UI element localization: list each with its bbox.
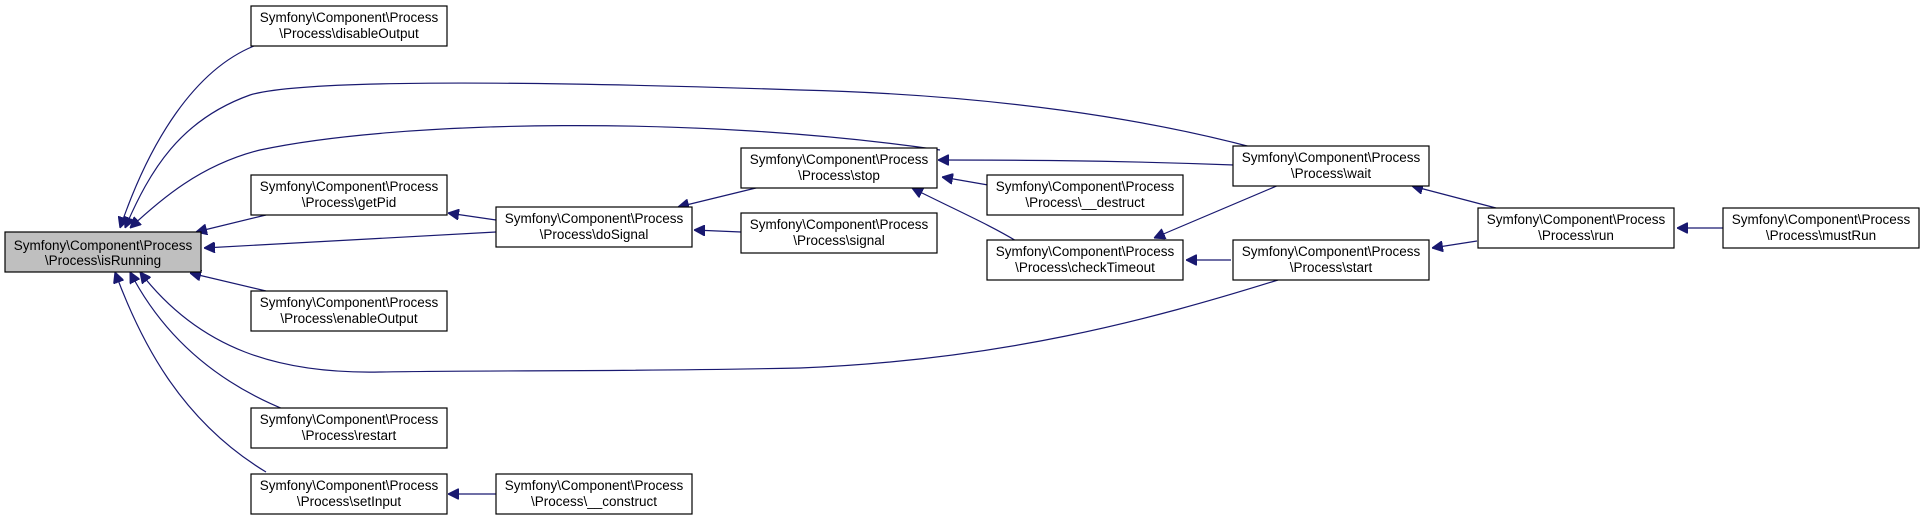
edge-stop-isRunning [130,124,941,228]
node-doSignal-line2: \Process\doSignal [540,227,649,242]
node-stop[interactable]: Symfony\Component\Process \Process\stop [740,147,938,189]
node-checkTimeout-line1: Symfony\Component\Process [996,244,1175,259]
edge-run-start [1432,240,1478,248]
node-enableOutput-line1: Symfony\Component\Process [260,295,439,310]
edge-start-isRunning [140,272,1279,373]
node-wait-line1: Symfony\Component\Process [1242,150,1421,165]
edge-signal-doSignal [694,230,742,232]
node-setInput[interactable]: Symfony\Component\Process \Process\setIn… [250,473,448,515]
edge-restart-isRunning [130,272,289,412]
edge-setInput-isRunning [115,272,267,473]
node-run[interactable]: Symfony\Component\Process \Process\run [1477,207,1675,249]
node-doSignal[interactable]: Symfony\Component\Process \Process\doSig… [495,206,693,248]
node-construct[interactable]: Symfony\Component\Process \Process\__con… [495,473,693,515]
node-restart-line1: Symfony\Component\Process [260,412,439,427]
node-getPid[interactable]: Symfony\Component\Process \Process\getPi… [250,174,448,216]
node-getPid-line2: \Process\getPid [302,195,397,210]
edge-disableOutput-isRunning [120,45,255,228]
node-signal-line2: \Process\signal [793,233,885,248]
node-run-line1: Symfony\Component\Process [1487,212,1666,227]
edge-stop-doSignal [678,186,761,207]
edge-getPid-isRunning [196,214,267,232]
node-signal[interactable]: Symfony\Component\Process \Process\signa… [740,212,938,254]
node-checkTimeout-line2: \Process\checkTimeout [1015,260,1155,275]
node-setInput-line2: \Process\setInput [297,494,402,509]
node-disableOutput-line1: Symfony\Component\Process [260,10,439,25]
node-isRunning-line2: \Process\isRunning [45,253,161,268]
node-enableOutput-line2: \Process\enableOutput [280,311,418,326]
edge-doSignal-getPid [448,213,497,221]
edges [115,45,1723,494]
node-stop-line1: Symfony\Component\Process [750,152,929,167]
edge-destruct-stop [942,177,989,186]
node-destruct-line1: Symfony\Component\Process [996,179,1175,194]
node-wait-line2: \Process\wait [1291,166,1372,181]
edge-checkTimeout-stop [912,188,1019,243]
node-isRunning-line1: Symfony\Component\Process [14,238,193,253]
node-wait[interactable]: Symfony\Component\Process \Process\wait [1232,145,1430,187]
node-mustRun-line2: \Process\mustRun [1766,228,1876,243]
edge-wait-stop [938,160,1235,166]
node-stop-line2: \Process\stop [798,168,880,183]
node-restart-line2: \Process\restart [302,428,397,443]
node-destruct-line2: \Process\__destruct [1025,195,1145,210]
node-disableOutput-line2: \Process\disableOutput [279,26,419,41]
node-start-line1: Symfony\Component\Process [1242,244,1421,259]
node-start[interactable]: Symfony\Component\Process \Process\start [1232,239,1430,281]
node-signal-line1: Symfony\Component\Process [750,217,929,232]
nodes: Symfony\Component\Process \Process\isRun… [4,5,1920,515]
node-mustRun[interactable]: Symfony\Component\Process \Process\mustR… [1722,207,1920,249]
node-construct-line1: Symfony\Component\Process [505,478,684,493]
node-isRunning[interactable]: Symfony\Component\Process \Process\isRun… [4,231,202,273]
node-destruct[interactable]: Symfony\Component\Process \Process\__des… [986,174,1184,216]
edge-wait-checkTimeout [1154,181,1287,238]
edge-doSignal-isRunning [204,231,497,248]
edge-run-wait [1412,186,1497,209]
node-start-line2: \Process\start [1290,260,1373,275]
node-setInput-line1: Symfony\Component\Process [260,478,439,493]
node-run-line2: \Process\run [1538,228,1614,243]
node-enableOutput[interactable]: Symfony\Component\Process \Process\enabl… [250,290,448,332]
node-getPid-line1: Symfony\Component\Process [260,179,439,194]
node-disableOutput[interactable]: Symfony\Component\Process \Process\disab… [250,5,448,47]
node-checkTimeout[interactable]: Symfony\Component\Process \Process\check… [986,239,1184,281]
edge-enableOutput-isRunning [190,273,267,292]
edge-wait-isRunning [125,82,1256,228]
node-restart[interactable]: Symfony\Component\Process \Process\resta… [250,407,448,449]
node-doSignal-line1: Symfony\Component\Process [505,211,684,226]
node-construct-line2: \Process\__construct [531,494,657,509]
node-mustRun-line1: Symfony\Component\Process [1732,212,1911,227]
